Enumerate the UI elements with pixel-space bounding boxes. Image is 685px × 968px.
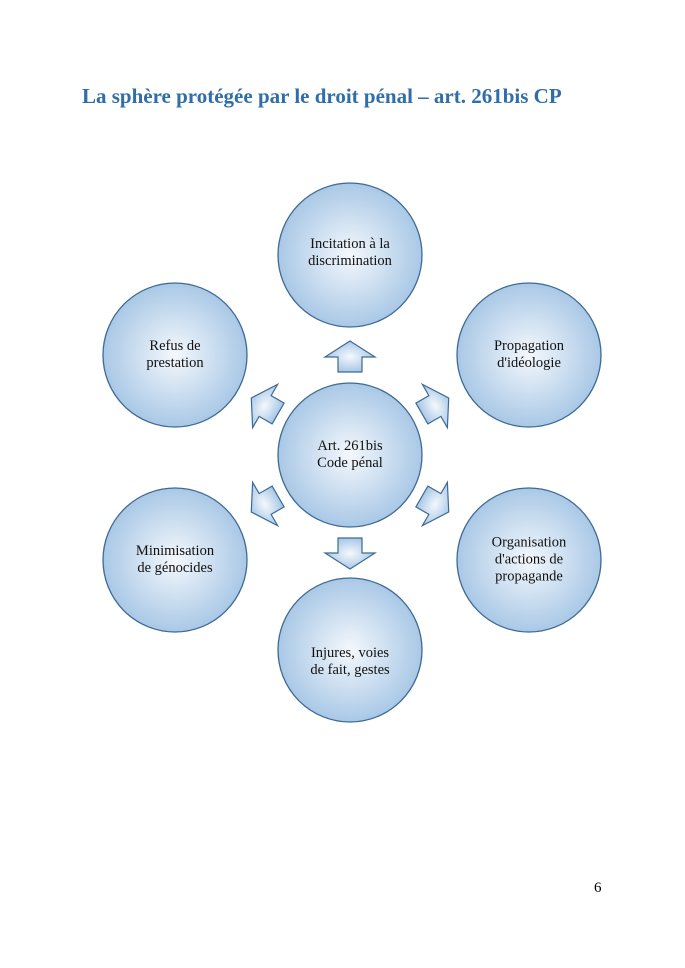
arrow-icon (322, 340, 378, 373)
node-label-refus: Refus de prestation (110, 338, 240, 372)
node-label-line: Injures, voies (310, 645, 390, 661)
node-label-line: Organisation (491, 534, 567, 551)
arrow-icon (322, 537, 378, 570)
arrow-icon (250, 382, 285, 430)
arrow-icon (415, 382, 450, 430)
node-label-organisation: Organisation d'actions de propagande (464, 535, 594, 586)
node-label-minimisation: Minimisation de génocides (110, 543, 240, 577)
center-circle (277, 382, 423, 528)
center-label: Art. 261bis Code pénal (285, 438, 415, 472)
node-label-propagation: Propagation d'idéologie (464, 338, 594, 372)
node-circle-top (277, 182, 423, 328)
node-circle-bottom-right (456, 487, 602, 633)
arrow-icon (415, 480, 450, 528)
node-label-line: Refus de (149, 338, 201, 354)
node-label-line: prestation (146, 355, 204, 371)
node-circle-top-right (456, 282, 602, 428)
arrow-icon (250, 480, 285, 528)
page-number: 6 (594, 880, 602, 896)
node-circle-bottom (277, 577, 423, 723)
node-label-line: Propagation (493, 338, 565, 354)
node-label-line: Minimisation (135, 543, 215, 559)
center-label-line: Art. 261bis (317, 438, 383, 454)
node-label-line: discrimination (308, 253, 392, 269)
node-label-injures: Injures, voies de fait, gestes (285, 645, 415, 679)
node-circle-bottom-left (102, 487, 248, 633)
node-circle-top-left (102, 282, 248, 428)
page-title: La sphère protégée par le droit pénal – … (82, 84, 562, 108)
node-label-line: d'actions de (494, 551, 564, 568)
center-label-line: Code pénal (317, 455, 383, 471)
node-label-line: Incitation à la (310, 236, 390, 252)
node-label-line: d'idéologie (497, 355, 561, 371)
node-label-line: de génocides (137, 560, 213, 576)
node-label-line: de fait, gestes (310, 662, 390, 678)
node-label-line: propagande (495, 568, 563, 585)
node-label-incitation: Incitation à la discrimination (285, 236, 415, 270)
